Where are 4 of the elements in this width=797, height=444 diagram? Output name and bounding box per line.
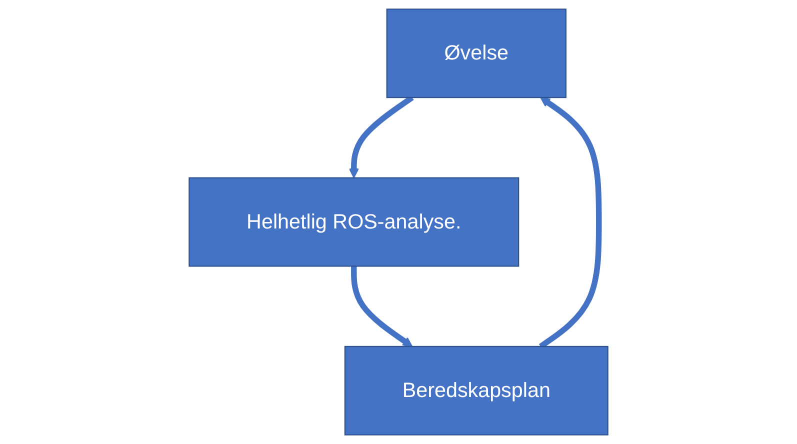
node-box: Helhetlig ROS-analyse. <box>188 177 520 267</box>
node-box: Øvelse <box>386 8 566 98</box>
arrow <box>351 266 413 347</box>
node-box: Beredskapsplan <box>344 346 608 436</box>
